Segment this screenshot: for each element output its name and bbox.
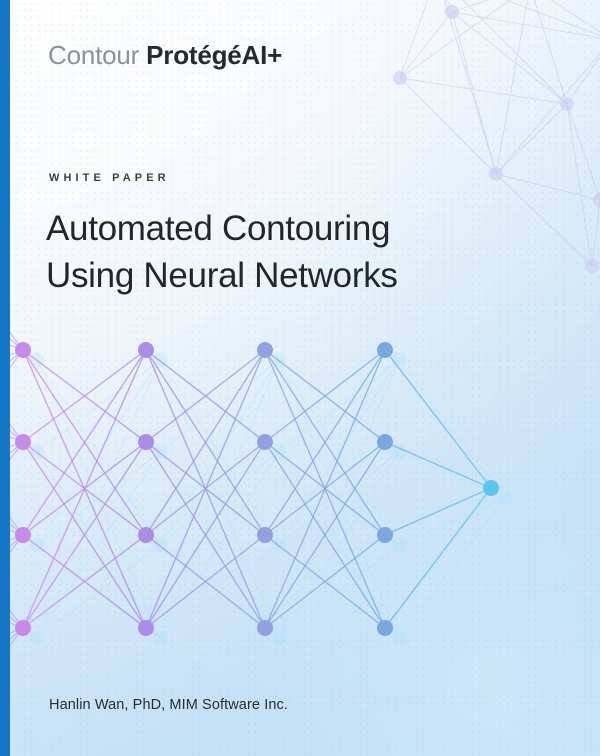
page-title-line-2: Using Neural Networks [46, 256, 398, 295]
author-byline: Hanlin Wan, PhD, MIM Software Inc. [49, 697, 288, 713]
left-accent-bar [0, 0, 10, 756]
brand-logo: Contour ProtégéAI+ [48, 40, 282, 71]
page-title-line-1: Automated Contouring [46, 209, 391, 248]
page-title: Automated Contouring Using Neural Networ… [46, 205, 476, 299]
document-type-label: WHITE PAPER [49, 172, 170, 184]
logo-word-protege: ProtégéAI+ [146, 40, 283, 70]
logo-word-contour: Contour [48, 40, 140, 70]
